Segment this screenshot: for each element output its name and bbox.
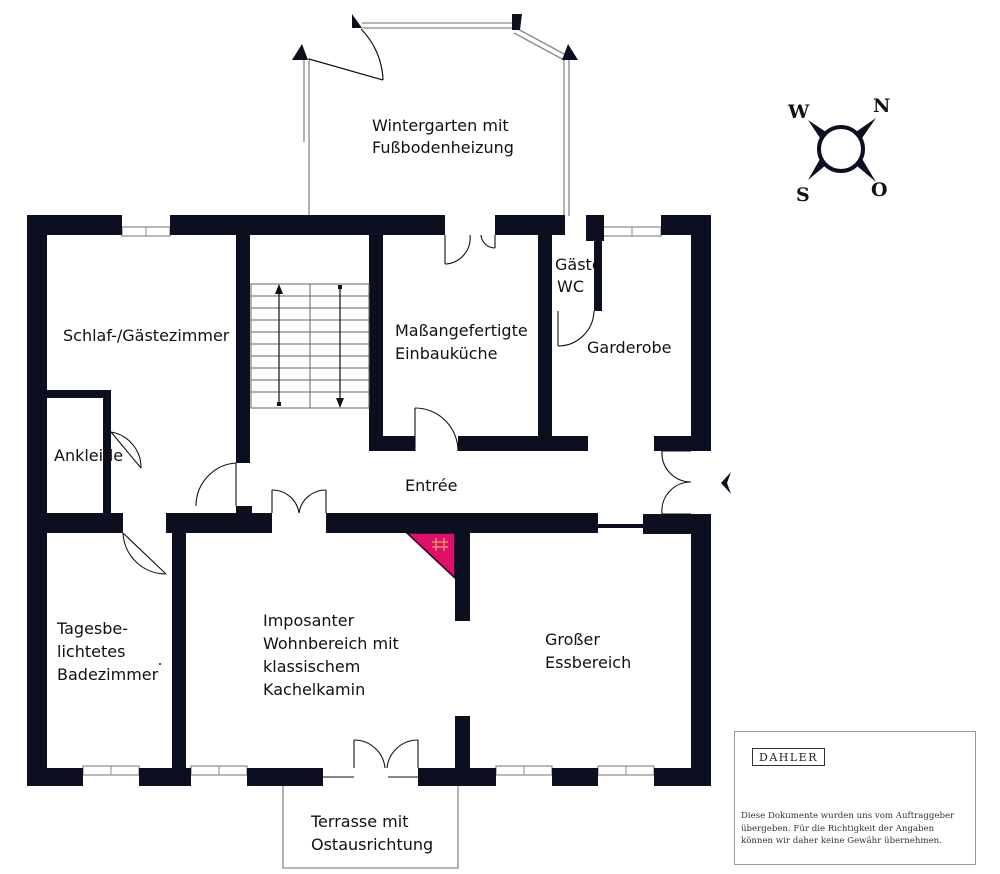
wintergarten-posts bbox=[292, 14, 578, 60]
compass-o: O bbox=[871, 179, 888, 201]
compass-n: N bbox=[873, 95, 890, 117]
label-schlafzimmer: Schlaf-/Gästezimmer bbox=[63, 326, 230, 345]
fireplace-icon bbox=[405, 532, 456, 580]
walls bbox=[27, 215, 711, 786]
label-ankleide: Ankleide bbox=[54, 446, 123, 465]
disclaimer-box: DAHLER Diese Dokumente wurden uns vom Au… bbox=[734, 731, 976, 865]
stair-arrow-down bbox=[336, 285, 344, 408]
label-essbereich: Großer Essbereich bbox=[545, 630, 631, 672]
label-terrasse: Terrasse mit Ostausrichtung bbox=[310, 812, 433, 854]
label-wintergarten: Wintergarten mit Fußbodenheizung bbox=[372, 116, 514, 157]
label-garderobe: Garderobe bbox=[587, 338, 672, 357]
disclaimer-text: Diese Dokumente wurden uns vom Auftragge… bbox=[741, 810, 973, 848]
wintergarten-door bbox=[308, 28, 384, 81]
label-badezimmer: Tagesbe- lichtetes Badezimmer bbox=[56, 619, 159, 684]
label-gaeste-wc: Gäste WC bbox=[555, 255, 607, 296]
bath-marker-dot bbox=[159, 663, 161, 665]
terrasse-outline bbox=[282, 786, 459, 869]
staircase bbox=[250, 283, 370, 409]
stair-arrow-up bbox=[275, 284, 283, 406]
compass-s: S bbox=[796, 184, 810, 206]
wintergarten-glass-walls bbox=[303, 22, 570, 216]
compass-icon: W N S O bbox=[787, 95, 890, 206]
door-swings bbox=[110, 234, 692, 778]
label-wohnbereich: Imposanter Wohnbereich mit klassischem K… bbox=[263, 611, 404, 699]
disclaimer-line: übergeben. Für die Richtigkeit der Angab… bbox=[741, 823, 935, 834]
dahler-logo: DAHLER bbox=[752, 748, 825, 766]
label-kueche: Maßangefertigte Einbauküche bbox=[395, 321, 533, 363]
disclaimer-line: Diese Dokumente wurden uns vom Auftragge… bbox=[741, 811, 955, 821]
window-mullions bbox=[110, 227, 633, 775]
entrance-arrow-icon bbox=[721, 472, 731, 494]
label-entree: Entrée bbox=[405, 476, 457, 495]
compass-w: W bbox=[787, 101, 810, 123]
disclaimer-line: können wir daher keine Gewähr übernehmen… bbox=[741, 836, 942, 846]
